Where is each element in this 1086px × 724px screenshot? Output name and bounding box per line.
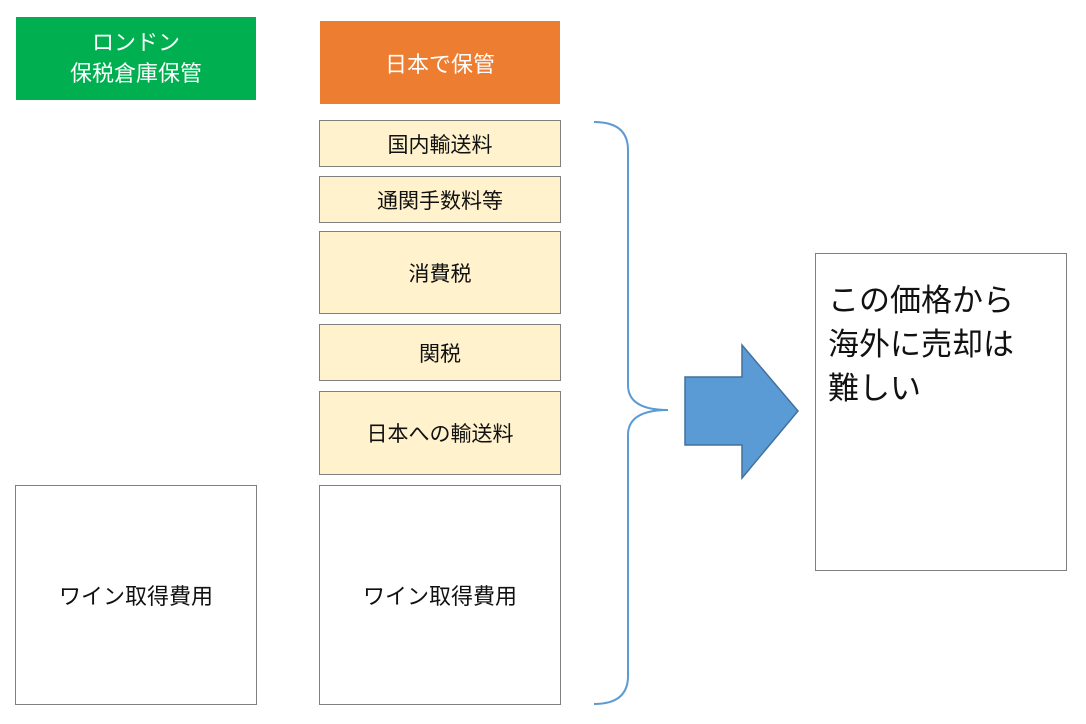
- cost-label: 国内輸送料: [387, 132, 493, 157]
- acquisition-label: ワイン取得費用: [58, 585, 213, 610]
- cost-box-tariff: 関税: [319, 324, 561, 381]
- acquisition-cost-box-japan: ワイン取得費用: [319, 485, 561, 705]
- acquisition-label: ワイン取得費用: [362, 585, 517, 610]
- right-block-arrow-icon: [684, 342, 799, 481]
- london-header-line1: ロンドン: [91, 30, 180, 56]
- acquisition-cost-box-london: ワイン取得費用: [15, 485, 257, 705]
- cost-box-domestic-shipping: 国内輸送料: [319, 120, 561, 167]
- cost-label: 通関手数料等: [377, 188, 503, 213]
- cost-box-shipping-to-japan: 日本への輸送料: [319, 391, 561, 475]
- japan-header-label: 日本で保管: [384, 52, 495, 78]
- london-bonded-warehouse-header: ロンドン 保税倉庫保管: [16, 17, 256, 100]
- cost-label: 日本への輸送料: [366, 422, 514, 446]
- conclusion-line2: 海外に売却は: [828, 327, 1014, 363]
- conclusion-box: この価格から 海外に売却は 難しい: [815, 253, 1067, 571]
- cost-label: 関税: [419, 341, 461, 366]
- conclusion-line3: 難しい: [828, 371, 921, 407]
- japan-storage-header: 日本で保管: [320, 21, 560, 104]
- london-header-line2: 保税倉庫保管: [69, 61, 202, 87]
- right-curly-brace-icon: [593, 121, 669, 705]
- conclusion-line1: この価格から: [828, 283, 1014, 319]
- cost-box-consumption-tax: 消費税: [319, 231, 561, 314]
- cost-box-customs-fees: 通関手数料等: [319, 176, 561, 223]
- cost-label: 消費税: [408, 261, 472, 286]
